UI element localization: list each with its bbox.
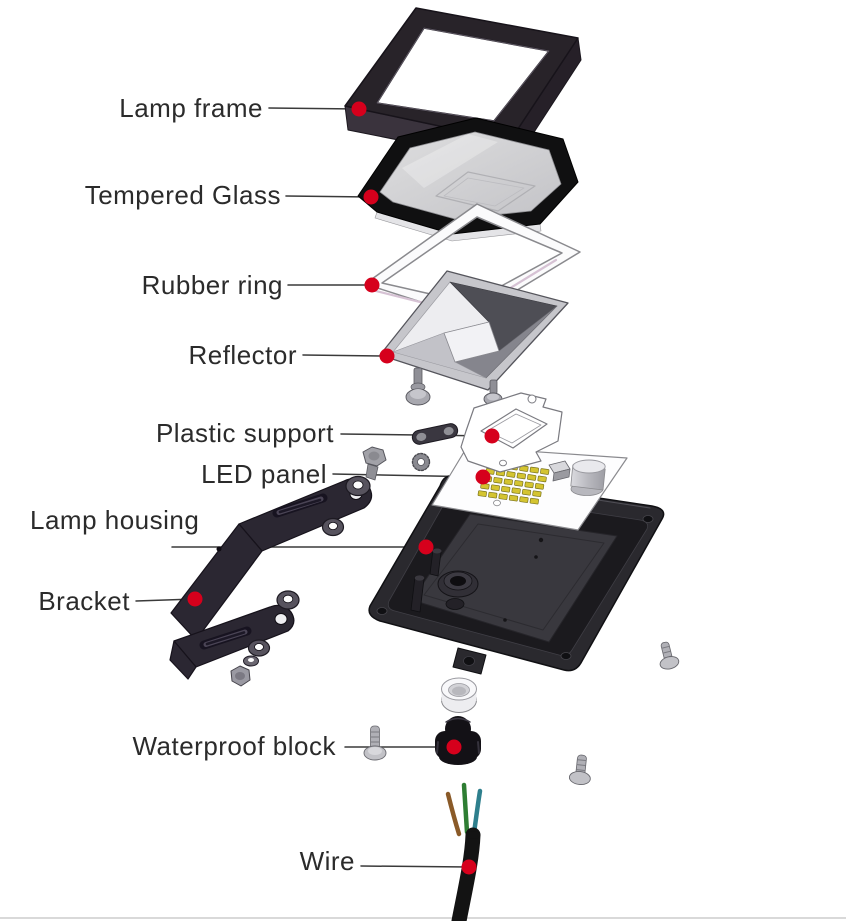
dot-tempered-glass bbox=[363, 189, 379, 205]
reflector-bolt-left bbox=[405, 367, 431, 406]
tempered-glass-part bbox=[357, 117, 579, 242]
hex-bolt bbox=[362, 446, 387, 481]
wire-sheath bbox=[451, 827, 481, 921]
seal-ring bbox=[441, 677, 477, 713]
bottom-divider bbox=[0, 917, 846, 919]
label-led-panel: LED panel bbox=[201, 459, 327, 489]
dot-led-panel bbox=[475, 469, 491, 485]
washer bbox=[321, 517, 345, 537]
label-tempered-glass: Tempered Glass bbox=[84, 180, 281, 210]
label-plastic-support: Plastic support bbox=[155, 418, 334, 448]
dot-bracket bbox=[187, 591, 203, 607]
wire-conductor-brown bbox=[445, 791, 462, 837]
washer bbox=[345, 475, 371, 497]
hex-bolt-bottom bbox=[230, 665, 251, 687]
label-bracket: Bracket bbox=[38, 586, 130, 616]
label-wire: Wire bbox=[299, 846, 355, 876]
screw bbox=[568, 754, 591, 786]
label-lamp-frame: Lamp frame bbox=[119, 93, 263, 123]
wire-conductor-green bbox=[461, 782, 470, 835]
callout-dots bbox=[187, 101, 500, 875]
bracket-part bbox=[169, 477, 373, 680]
dot-rubber-ring bbox=[364, 277, 380, 293]
star-washer bbox=[411, 452, 431, 472]
washer bbox=[276, 590, 300, 610]
label-lamp-housing: Lamp housing bbox=[30, 505, 200, 535]
label-waterproof-block: Waterproof block bbox=[132, 731, 336, 761]
screw bbox=[659, 641, 680, 670]
wire-conductor-blue bbox=[471, 788, 483, 836]
dot-waterproof-block bbox=[446, 739, 462, 755]
dot-lamp-frame bbox=[351, 101, 367, 117]
label-reflector: Reflector bbox=[188, 340, 297, 370]
dot-lamp-housing bbox=[418, 539, 434, 555]
dot-wire bbox=[461, 859, 477, 875]
dot-plastic-support bbox=[484, 428, 500, 444]
label-rubber-ring: Rubber ring bbox=[141, 270, 283, 300]
reflector-part bbox=[379, 270, 569, 391]
screw bbox=[363, 725, 387, 761]
wire-part bbox=[445, 782, 483, 921]
washer bbox=[247, 639, 271, 657]
waterproof-block-part bbox=[435, 716, 481, 765]
support-pin bbox=[411, 423, 459, 445]
lamp-housing-part bbox=[368, 475, 665, 675]
small-nut bbox=[243, 655, 259, 667]
dot-reflector bbox=[379, 348, 395, 364]
